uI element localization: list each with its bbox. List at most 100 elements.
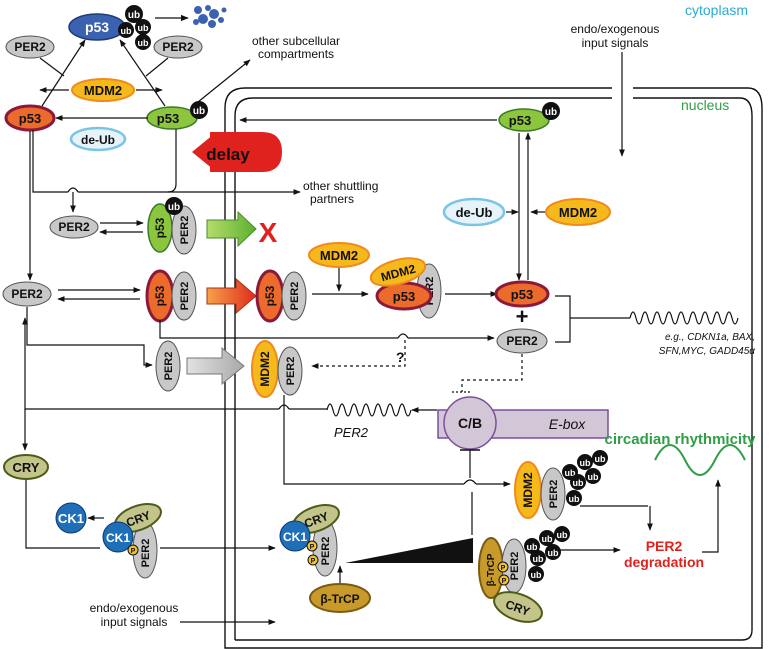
p53-per2-complex-nuclear: p53 PER2 bbox=[255, 269, 307, 323]
btrcp-per2-cry-complex: β-TrCP PER2 CRY P P ub ub ub ub ub ub bbox=[478, 526, 570, 623]
ub-label: ub bbox=[573, 478, 584, 488]
ub-label: ub bbox=[527, 542, 538, 552]
shuttling-lines bbox=[32, 129, 301, 195]
per2-label: PER2 bbox=[509, 552, 521, 581]
mdm2-node-nuclear: MDM2 bbox=[545, 198, 611, 226]
inhibit-line bbox=[39, 57, 65, 77]
p53-ub-green-node: p53 ub bbox=[146, 101, 208, 130]
per2-node-top-left: PER2 bbox=[5, 35, 55, 59]
phospho-label: P bbox=[502, 578, 507, 585]
line-hop bbox=[463, 479, 477, 485]
question-mark: ? bbox=[396, 349, 405, 365]
p53-per2-complex-green: p53 PER2 ub bbox=[147, 197, 197, 255]
mdm2-node-middle: MDM2 bbox=[308, 242, 370, 268]
per2-label: PER2 bbox=[179, 216, 191, 245]
target-gene-coil bbox=[629, 311, 739, 325]
gray-block-arrow bbox=[186, 346, 245, 386]
ub-label: ub bbox=[595, 454, 606, 464]
ub-chain-top: ub ub ub ub bbox=[118, 5, 151, 50]
arrow bbox=[702, 479, 721, 553]
per2-label: PER2 bbox=[14, 40, 46, 54]
line bbox=[283, 395, 464, 485]
p53-label: p53 bbox=[263, 285, 277, 306]
p53-label: p53 bbox=[157, 111, 179, 126]
per2-label: PER2 bbox=[163, 352, 175, 381]
ub-label: ub bbox=[121, 26, 132, 36]
per2-node-left: PER2 bbox=[2, 281, 52, 307]
mdm2-label: MDM2 bbox=[320, 248, 358, 263]
ebox-label: E-box bbox=[549, 416, 587, 432]
line bbox=[25, 480, 100, 549]
mdm2-label: MDM2 bbox=[258, 351, 272, 387]
cytoplasm-label: cytoplasm bbox=[685, 2, 748, 18]
target-bracket bbox=[555, 295, 630, 343]
target-genes-text: SFN,MYC, GADD45α bbox=[659, 346, 756, 357]
p53-label: p53 bbox=[511, 287, 533, 302]
endo-top-text: endo/exogenous bbox=[571, 22, 660, 36]
p53-label: p53 bbox=[153, 217, 167, 238]
cb-label: C/B bbox=[458, 415, 482, 431]
cry-node-left: CRY bbox=[3, 454, 49, 480]
ub-label: ub bbox=[565, 468, 576, 478]
cry-ck1-per2-complex-nuclear: PER2 CRY CK1 P P bbox=[279, 504, 340, 577]
endo-bottom-text: input signals bbox=[101, 615, 168, 629]
dashed-question-arrow bbox=[311, 340, 406, 369]
delay-arrow: delay bbox=[192, 132, 282, 172]
inhibit-line bbox=[145, 57, 169, 77]
btrcp-node: β-TrCP bbox=[309, 583, 371, 613]
ck1-label: CK1 bbox=[283, 530, 307, 544]
mdm2-label: MDM2 bbox=[559, 205, 597, 220]
ub-label: ub bbox=[128, 10, 140, 21]
arrow bbox=[41, 39, 86, 107]
per2-label: PER2 bbox=[285, 357, 297, 386]
ub-label: ub bbox=[193, 106, 205, 117]
per2-label: PER2 bbox=[179, 282, 191, 311]
per2-label: PER2 bbox=[320, 537, 332, 566]
deub-node-nuclear: de-Ub bbox=[442, 197, 506, 227]
nucleus-boundary bbox=[224, 87, 763, 649]
ub-label: ub bbox=[580, 458, 591, 468]
mdm2-node-top: MDM2 bbox=[71, 78, 135, 102]
other-compartments-text: other subcellular bbox=[252, 34, 340, 48]
arrow bbox=[119, 39, 166, 107]
per2-label: PER2 bbox=[140, 539, 152, 568]
blocked-x: X bbox=[259, 217, 278, 248]
dashed-inhibit bbox=[461, 354, 523, 392]
nucleus-label: nucleus bbox=[681, 97, 729, 113]
cry-label: CRY bbox=[13, 460, 40, 475]
mdm2-p53-per2-complex: PER2 p53 MDM2 bbox=[369, 257, 442, 319]
per2-label: PER2 bbox=[506, 334, 538, 348]
per2-gray-node: PER2 bbox=[155, 340, 181, 392]
ck1-label: CK1 bbox=[58, 511, 84, 526]
shuttling-text: partners bbox=[310, 192, 354, 206]
p53-nuclear-active: p53 bbox=[494, 280, 550, 308]
deub-label: de-Ub bbox=[456, 205, 493, 220]
p53-per2-complex-orange: p53 PER2 bbox=[145, 269, 197, 323]
ub-label: ub bbox=[531, 570, 542, 580]
increasing-wedge bbox=[345, 538, 473, 563]
shuttling-text: other shuttling bbox=[303, 179, 378, 193]
mdm2-label: MDM2 bbox=[521, 472, 535, 508]
btrcp-label: β-TrCP bbox=[320, 592, 359, 606]
proteasome-fragments bbox=[193, 5, 227, 28]
ub-label: ub bbox=[542, 534, 553, 544]
red-block-arrow bbox=[206, 277, 257, 315]
per2-label: PER2 bbox=[58, 220, 90, 234]
p53-label: p53 bbox=[509, 113, 531, 128]
mdm2-label: MDM2 bbox=[84, 83, 122, 98]
ub-label: ub bbox=[545, 107, 557, 118]
green-block-arrow bbox=[206, 210, 257, 248]
p53-label: p53 bbox=[153, 285, 167, 306]
per2-nuclear-active: PER2 bbox=[496, 328, 548, 354]
btrcp-label: β-TrCP bbox=[486, 553, 497, 586]
endo-top-text: input signals bbox=[582, 36, 649, 50]
target-genes-text: e.g., CDKN1a, BAX, bbox=[665, 332, 755, 343]
other-compartments-text: compartments bbox=[258, 47, 334, 61]
p53-ub-nuclear-node: p53 ub bbox=[498, 102, 560, 132]
ub-label: ub bbox=[138, 38, 149, 48]
phospho-label: P bbox=[310, 544, 315, 551]
per2-label: PER2 bbox=[548, 480, 560, 509]
per2-routing-lines bbox=[26, 307, 495, 368]
